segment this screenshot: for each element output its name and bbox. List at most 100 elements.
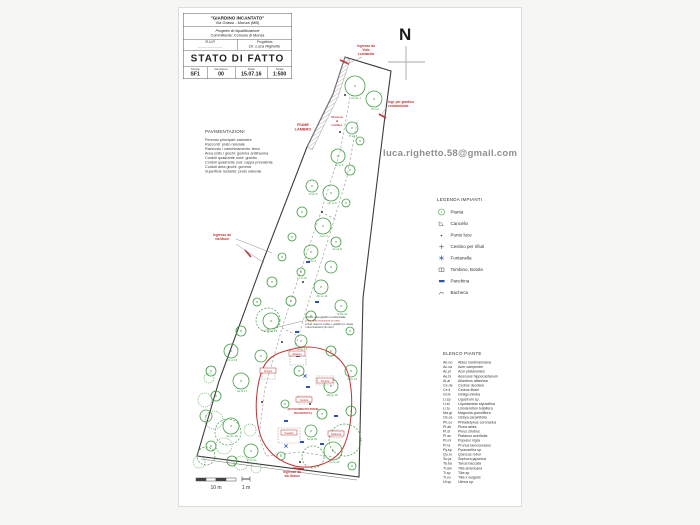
- pavimentazioni-title: PAVIMENTAZIONI: [205, 129, 245, 134]
- plant-row: Gi.bi Ginkgo biloba: [443, 392, 543, 397]
- north-label: N: [399, 25, 411, 44]
- svg-text:LAMBRO: LAMBRO: [295, 128, 312, 132]
- svg-text:RECINTATA): RECINTATA): [294, 411, 312, 415]
- plant-name: Prunus laurocerasus: [458, 442, 491, 448]
- svg-text:Giostra: Giostra: [300, 398, 309, 402]
- svg-text:Li.st 10: Li.st 10: [297, 276, 306, 280]
- plant-name: Acer campestre: [458, 364, 484, 370]
- legend-item-label: Punto luce: [450, 232, 472, 238]
- legend-item-label: Bacheca: [450, 289, 469, 295]
- pavimentazione-line: Area sotto i giochi: gomma antitrauma: [205, 151, 269, 156]
- legend-title: LEGENDA IMPIANTI: [437, 197, 483, 202]
- legend-item: Fontanella: [437, 252, 522, 264]
- title-block-row1: "GIARDINO INCANTATO" Via Grassi - Monza …: [183, 14, 292, 27]
- svg-text:Altalena: Altalena: [292, 352, 302, 356]
- plant-name: Magnolia grandiflora: [458, 410, 491, 416]
- plant-name: Abies nordmanniana: [458, 360, 491, 365]
- title-block-row2: Progetto di riqualificazione Committente…: [183, 27, 292, 40]
- designer-label: Progettista: [256, 40, 273, 45]
- plant-row: Py.sp Pyracantha sp.: [443, 447, 543, 452]
- pavimentazione-line: Cordoli area giochi: gomma: [205, 164, 251, 170]
- plant-name: Liquidambar styraciflua: [458, 401, 495, 406]
- light-icon: [437, 231, 446, 239]
- plant-name: Philadelphus coronarius: [458, 419, 497, 425]
- svg-text:Sabbiera: Sabbiera: [331, 432, 342, 436]
- revisione-label: Revisione: [214, 68, 228, 71]
- svg-text:Pr.la 21: Pr.la 21: [247, 458, 257, 462]
- plant-name: Tilia x vulgaris: [458, 475, 481, 480]
- watermark-email: luca.righetto.58@gmail.com: [383, 148, 518, 159]
- plant-code: Qu.ro: [443, 452, 452, 457]
- plant-code: Ab.no: [443, 360, 453, 365]
- plant-name: Picea abies: [458, 424, 477, 429]
- north-indicator: N: [388, 25, 425, 80]
- plant-code: Pi.ab: [443, 424, 452, 429]
- plant-code: Li.tu: [443, 406, 450, 411]
- svg-text:Ac.ca 8: Ac.ca 8: [332, 247, 342, 251]
- legend-item-label: Cancello: [450, 220, 469, 226]
- svg-text:Ul.sp 14: Ul.sp 14: [297, 347, 308, 351]
- svg-text:Ce.de 1: Ce.de 1: [351, 96, 361, 100]
- svg-text:condominiale: condominiale: [388, 104, 409, 108]
- svg-text:Ti.vu 16: Ti.vu 16: [347, 377, 357, 381]
- plant-row: Ti.vu Tilia x vulgaris: [443, 475, 543, 480]
- plant-row: Ab.no Abies nordmanniana: [443, 360, 543, 365]
- trees: Ce.de 1Pi.st 2Ti.sp 3Ac.pl 4Ti.am 5Qu.ro…: [199, 75, 383, 471]
- svg-text:FIUME: FIUME: [297, 123, 309, 127]
- svg-text:Qu.ro 6: Qu.ro 6: [327, 201, 337, 205]
- plant-name: Tilia sp.: [458, 470, 471, 475]
- svg-text:Torretta: Torretta: [321, 379, 330, 383]
- svg-text:al: al: [336, 119, 339, 123]
- rup-signature-line: __________: [198, 44, 223, 48]
- leader-lines: [235, 56, 388, 332]
- plant-code: Ti.am: [443, 465, 452, 471]
- plant-code: Gi.bi: [443, 392, 451, 397]
- svg-text:Ac.pl 4: Ac.pl 4: [335, 163, 344, 167]
- pavimentazioni-notes: PAVIMENTAZIONI Percorsi principali: calc…: [205, 129, 315, 174]
- plant-code: Pi.st: [443, 429, 450, 434]
- plant-code: Py.sp: [443, 447, 452, 452]
- plant-code: Ti.vu: [443, 475, 451, 480]
- pavimentazione-line: Cordoli quadrante sud: cappa prevalente: [205, 160, 273, 165]
- plant-name: Ginkgo biloba: [458, 392, 480, 397]
- sheet-title: STATO DI FATTO: [183, 51, 292, 67]
- svg-text:Viale: Viale: [362, 48, 370, 52]
- tree-icon: [437, 208, 446, 216]
- pavimentazione-line: Raccordo / camminamento: terra: [205, 146, 260, 152]
- legend-item-label: Panchina: [450, 278, 470, 284]
- plant-name: Platanus acerifolia: [458, 433, 488, 439]
- plant-name: Ligustrum sp.: [458, 396, 480, 402]
- tree-canopies: [196, 307, 362, 469]
- project-kind: Progetto di riqualificazione: [215, 28, 260, 34]
- plant-code: Pr.la: [443, 442, 451, 448]
- plant-name: Acer platanoides: [458, 369, 485, 374]
- svg-text:Po.ni 15: Po.ni 15: [227, 358, 238, 362]
- svg-text:Ingresso da: Ingresso da: [213, 233, 231, 237]
- plant-list-title: ELENCO PIANTE: [443, 351, 482, 356]
- parcel-boundary: [196, 56, 392, 481]
- plant-row: Pi.ab Picea abies: [443, 424, 543, 429]
- scala-label: Scala: [275, 68, 284, 71]
- boundary-note: A Nord: area giardino condominialeLinea …: [305, 315, 353, 329]
- bench-icon: [437, 277, 446, 285]
- svg-text:So.ja 20: So.ja 20: [307, 437, 318, 441]
- manhole-icon: [437, 265, 446, 273]
- entrance-marks: [244, 59, 387, 470]
- plant-name: Pyracantha sp.: [458, 447, 482, 452]
- title-block-row5: Tavola SF1 Revisione 00 Data 15.07.16 Sc…: [184, 67, 292, 79]
